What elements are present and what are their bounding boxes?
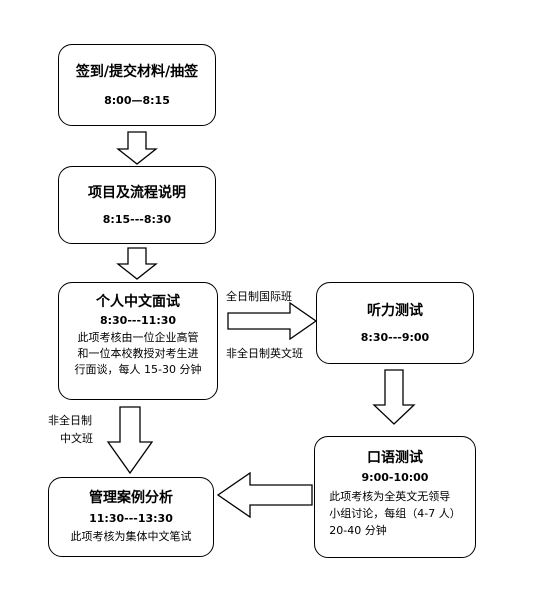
arrow-left-oral-case: [216, 471, 313, 519]
step-oral-desc-line: 此项考核为全英文无领导: [329, 490, 451, 503]
step-case-title: 管理案例分析: [89, 490, 173, 506]
label-fulltime-intl: 全日制国际班: [226, 290, 292, 303]
step-oral-box: 口语测试 9:00-10:00 此项考核为全英文无领导 小组讨论，每组（4-7 …: [314, 436, 476, 558]
step-oral-desc-line: 20-40 分钟: [329, 524, 387, 537]
step-listening-box: 听力测试 8:30---9:00: [316, 282, 474, 364]
step-oral-time: 9:00-10:00: [361, 471, 429, 484]
step-interview-box: 个人中文面试 8:30---11:30 此项考核由一位企业高管 和一位本校教授对…: [58, 282, 218, 400]
step-interview-desc-line: 和一位本校教授对考生进: [77, 347, 199, 360]
step-oral-desc-line: 小组讨论，每组（4-7 人）: [329, 507, 461, 520]
arrow-down-listening-oral: [372, 369, 416, 425]
arrow-right-interview-listening: [227, 301, 318, 341]
step-case-box: 管理案例分析 11:30---13:30 此项考核为集体中文笔试: [48, 477, 214, 557]
label-parttime-chinese-line1: 非全日制: [48, 414, 92, 427]
step-listening-title: 听力测试: [367, 302, 423, 319]
step-interview-desc-line: 行面谈，每人 15-30 分钟: [74, 363, 202, 376]
step-interview-desc: 此项考核由一位企业高管 和一位本校教授对考生进 行面谈，每人 15-30 分钟: [65, 330, 212, 378]
label-parttime-english: 非全日制英文班: [226, 347, 303, 360]
arrow-down-checkin-intro: [116, 131, 158, 165]
step-case-desc-line: 此项考核为集体中文笔试: [70, 530, 192, 543]
step-interview-time: 8:30---11:30: [99, 314, 177, 327]
step-checkin-title: 签到/提交材料/抽签: [75, 63, 199, 80]
step-intro-box: 项目及流程说明 8:15---8:30: [58, 166, 216, 244]
step-oral-desc: 此项考核为全英文无领导 小组讨论，每组（4-7 人） 20-40 分钟: [319, 488, 470, 539]
step-intro-title: 项目及流程说明: [88, 184, 186, 201]
step-checkin-time: 8:00—8:15: [104, 93, 170, 107]
step-checkin-box: 签到/提交材料/抽签 8:00—8:15: [58, 44, 216, 126]
arrow-down-intro-interview: [116, 247, 158, 280]
step-interview-desc-line: 此项考核由一位企业高管: [77, 331, 199, 344]
step-interview-title: 个人中文面试: [96, 294, 180, 310]
step-oral-title: 口语测试: [367, 450, 423, 466]
arrow-down-interview-case: [106, 406, 154, 475]
step-case-time: 11:30---13:30: [89, 512, 173, 525]
step-listening-time: 8:30---9:00: [360, 330, 430, 344]
label-parttime-chinese-line2: 中文班: [60, 432, 93, 445]
step-intro-time: 8:15---8:30: [102, 212, 172, 226]
step-case-desc: 此项考核为集体中文笔试: [61, 529, 202, 545]
